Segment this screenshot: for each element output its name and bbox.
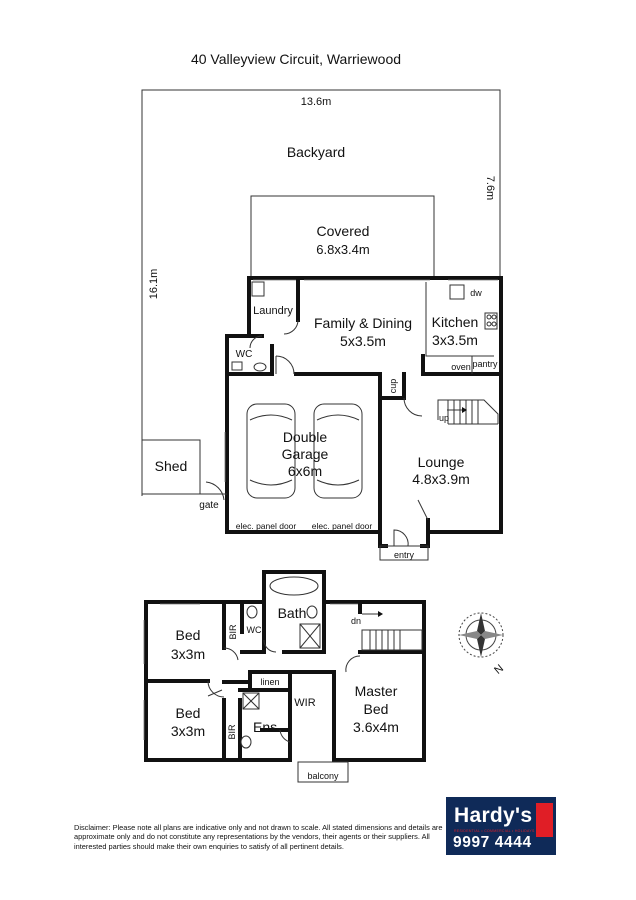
bed-1-label: Bed — [176, 627, 201, 643]
cooktop — [484, 312, 498, 330]
wc-label: WC — [236, 349, 253, 360]
toilet — [253, 362, 267, 372]
agency-logo: Hardy's RESIDENTIAL • COMMERCIAL • HOLID… — [446, 797, 556, 855]
master-bed-label-1: Master — [355, 683, 398, 699]
stairs-up-label: up — [439, 413, 449, 423]
garage-car-2 — [313, 403, 363, 499]
covered-area — [250, 195, 435, 278]
lounge-size: 4.8x3.9m — [412, 471, 470, 487]
gate-label: gate — [199, 500, 219, 511]
master-bed-size: 3.6x4m — [353, 719, 399, 735]
bir-label-2: BIR — [227, 724, 237, 740]
kitchen-label: Kitchen — [432, 314, 479, 330]
cupboard-label: cup — [388, 379, 398, 394]
lot-depth-left-label: 16.1m — [148, 269, 160, 300]
ensuite-toilet — [240, 735, 252, 749]
stairs-down-label: dn — [351, 616, 361, 626]
agency-brand-mark — [536, 803, 553, 837]
entry-label: entry — [394, 550, 415, 560]
covered-label: Covered — [317, 223, 370, 239]
door — [223, 647, 239, 661]
laundry-label: Laundry — [253, 305, 293, 317]
door — [263, 639, 277, 653]
balcony-label: balcony — [307, 771, 339, 781]
lot-depth-right-label: 7.6m — [484, 176, 496, 200]
wall — [262, 570, 326, 604]
garage-car-1 — [246, 403, 296, 499]
door — [249, 335, 263, 349]
door — [207, 689, 223, 697]
entry-door — [393, 529, 409, 547]
pantry-label: pantry — [472, 359, 498, 369]
wc-basin — [231, 361, 243, 371]
elec-panel-door-label-2: elec. panel door — [312, 521, 373, 531]
stairs-up — [437, 399, 499, 425]
lot-width-label: 13.6m — [301, 96, 332, 108]
kitchen-sink — [449, 284, 465, 300]
balcony — [297, 761, 349, 783]
entry-step — [379, 545, 429, 561]
disclaimer-text: Disclaimer: Please note all plans are in… — [74, 823, 443, 851]
garage-size: 6x6m — [288, 463, 322, 479]
shed — [141, 439, 201, 495]
bir-label-1: BIR — [228, 624, 238, 640]
stairs-down — [361, 611, 423, 651]
ensuite-label: Ens. — [253, 719, 281, 735]
elec-panel-door-label-1: elec. panel door — [236, 521, 297, 531]
laundry-tub — [251, 281, 265, 297]
compass-north-label: N — [492, 663, 506, 677]
toilet — [246, 605, 258, 619]
door — [275, 355, 295, 375]
family-dining-size: 5x3.5m — [340, 333, 386, 349]
bath-basin — [306, 605, 318, 619]
agency-name: Hardy's — [454, 804, 533, 827]
linen-label: linen — [260, 677, 279, 687]
door — [417, 499, 429, 521]
bed-1-size: 3x3m — [171, 646, 205, 662]
bed-2-label: Bed — [176, 705, 201, 721]
dishwasher-label: dw — [470, 288, 482, 298]
agency-tagline: RESIDENTIAL • COMMERCIAL • HOLIDAYS — [454, 829, 535, 833]
bed-2-size: 3x3m — [171, 723, 205, 739]
door — [207, 680, 225, 698]
door — [283, 319, 299, 335]
compass-icon — [458, 612, 504, 658]
wir-label: WIR — [294, 697, 315, 709]
door — [279, 729, 291, 743]
gate — [205, 481, 225, 501]
bath-label: Bath — [278, 605, 307, 621]
covered-size: 6.8x3.4m — [316, 242, 369, 257]
shed-label: Shed — [155, 458, 188, 474]
lot-boundary — [141, 89, 501, 496]
lounge-label: Lounge — [418, 454, 465, 470]
kitchen-bench — [425, 282, 494, 357]
garage-label-2: Garage — [282, 446, 329, 462]
bathtub — [269, 576, 319, 596]
plan-title: 40 Valleyview Circuit, Warriewood — [191, 51, 401, 67]
oven-label: oven — [451, 362, 471, 372]
family-dining-label: Family & Dining — [314, 315, 412, 331]
kitchen-size: 3x3.5m — [432, 332, 478, 348]
backyard-label: Backyard — [287, 144, 345, 160]
door — [403, 397, 423, 417]
master-bed-label-2: Bed — [364, 701, 389, 717]
wc-upstairs-label: WC — [247, 625, 262, 635]
agency-phone: 9997 4444 — [453, 834, 532, 851]
garage-label-1: Double — [283, 429, 328, 445]
door — [345, 655, 361, 673]
